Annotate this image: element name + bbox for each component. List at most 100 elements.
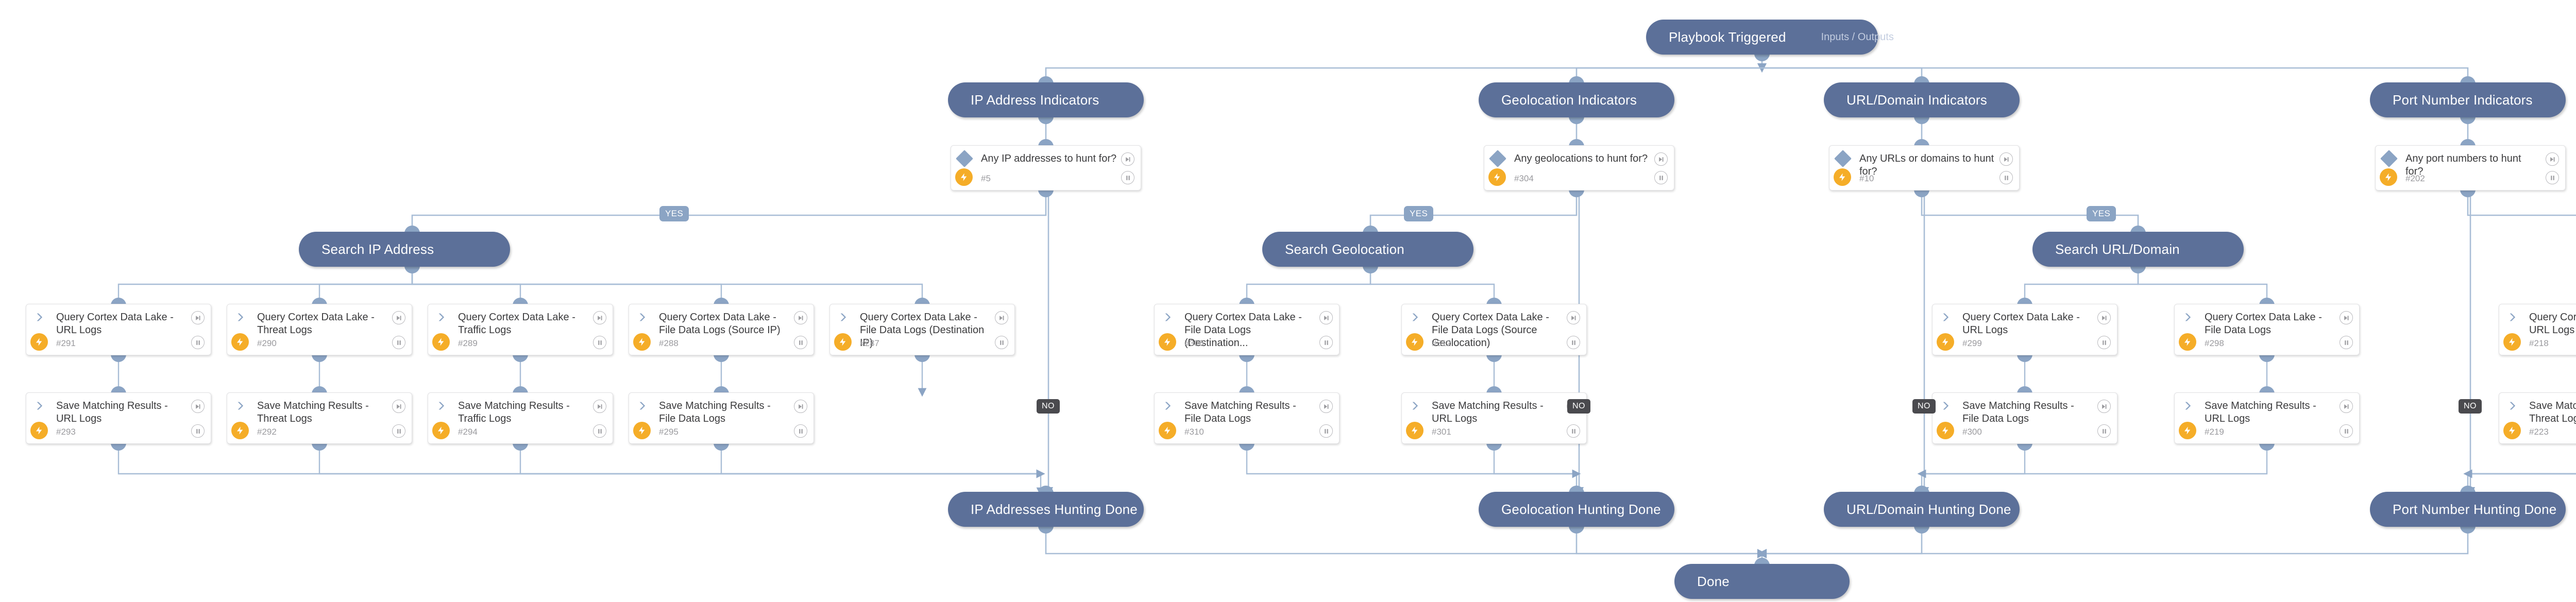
connector-knob bbox=[513, 354, 528, 362]
skip-forward-icon[interactable] bbox=[995, 311, 1008, 324]
card-body: Any IP addresses to hunt for? #5 bbox=[951, 146, 1141, 190]
pause-icon[interactable] bbox=[191, 424, 205, 438]
pause-icon[interactable] bbox=[1999, 171, 2013, 184]
pause-icon[interactable] bbox=[1319, 336, 1333, 349]
card-title: Query Cortex Data Lake - URL Logs bbox=[56, 312, 174, 336]
task-card-query-306[interactable]: Query Cortex Data Lake - File Data Logs … bbox=[1154, 304, 1340, 355]
pause-icon[interactable] bbox=[2340, 336, 2353, 349]
skip-forward-icon[interactable] bbox=[392, 311, 405, 324]
task-card-save-294[interactable]: Save Matching Results - Traffic Logs#294 bbox=[428, 392, 613, 444]
card-title: Save Matching Results - Threat Logs bbox=[2529, 400, 2576, 424]
task-card-save-295[interactable]: Save Matching Results - File Data Logs #2… bbox=[629, 392, 814, 444]
pause-icon[interactable] bbox=[1654, 171, 1668, 184]
task-card-save-293[interactable]: Save Matching Results - URL Logs#293 bbox=[26, 392, 211, 444]
pause-icon[interactable] bbox=[593, 424, 606, 438]
pause-icon[interactable] bbox=[191, 336, 205, 349]
node-geolocation-indicators[interactable]: Geolocation Indicators bbox=[1479, 82, 1674, 117]
task-card-save-310[interactable]: Save Matching Results - File Data Logs#3… bbox=[1154, 392, 1340, 444]
pause-icon[interactable] bbox=[1319, 424, 1333, 438]
skip-forward-icon[interactable] bbox=[794, 311, 807, 324]
skip-forward-icon[interactable] bbox=[2097, 400, 2111, 413]
card-task-id: #10 bbox=[1859, 174, 1874, 183]
node-playbook-triggered[interactable]: Playbook Triggered Inputs / Outputs bbox=[1646, 20, 1894, 55]
pause-icon[interactable] bbox=[2097, 336, 2111, 349]
node-search-url-domain[interactable]: Search URL/Domain bbox=[2032, 232, 2244, 267]
task-card-query-291[interactable]: Query Cortex Data Lake - URL Logs #291 bbox=[26, 304, 211, 355]
pause-icon[interactable] bbox=[392, 336, 405, 349]
task-card-condition-geolocation[interactable]: Any geolocations to hunt for? #304 bbox=[1484, 145, 1674, 191]
node-ip-address-indicators[interactable]: IP Address Indicators bbox=[948, 82, 1144, 117]
pause-icon[interactable] bbox=[794, 336, 807, 349]
task-card-query-289[interactable]: Query Cortex Data Lake - Traffic Logs#28… bbox=[428, 304, 613, 355]
node-search-ip-address[interactable]: Search IP Address bbox=[299, 232, 510, 267]
card-title: Query Cortex Data Lake - File Data Logs … bbox=[659, 312, 781, 336]
pause-icon[interactable] bbox=[1567, 336, 1580, 349]
card-title: Save Matching Results - URL Logs bbox=[56, 400, 168, 424]
node-search-geolocation[interactable]: Search Geolocation bbox=[1262, 232, 1473, 267]
skip-forward-icon[interactable] bbox=[2340, 400, 2353, 413]
skip-forward-icon[interactable] bbox=[1121, 152, 1134, 166]
connector-knob bbox=[714, 354, 729, 362]
skip-forward-icon[interactable] bbox=[593, 311, 606, 324]
task-card-save-219[interactable]: Save Matching Results - URL Logs#219 bbox=[2174, 392, 2360, 444]
task-card-query-287[interactable]: Query Cortex Data Lake - File Data Logs … bbox=[829, 304, 1015, 355]
task-card-query-312[interactable]: Query Cortex Data Lake - File Data Logs … bbox=[1401, 304, 1587, 355]
task-card-condition-ip[interactable]: Any IP addresses to hunt for? #5 bbox=[951, 145, 1141, 191]
skip-forward-icon[interactable] bbox=[1319, 400, 1333, 413]
task-card-save-223[interactable]: Save Matching Results - Threat Logs#223 bbox=[2499, 392, 2576, 444]
node-done[interactable]: Done bbox=[1674, 564, 1850, 599]
card-task-id: #295 bbox=[659, 427, 679, 437]
task-card-query-218[interactable]: Query Cortex Data Lake - URL Logs#218 bbox=[2499, 304, 2576, 355]
node-url-domain-indicators[interactable]: URL/Domain Indicators bbox=[1824, 82, 2020, 117]
card-task-id: #291 bbox=[56, 338, 76, 348]
pause-icon[interactable] bbox=[2546, 171, 2559, 184]
skip-forward-icon[interactable] bbox=[1319, 311, 1333, 324]
skip-forward-icon[interactable] bbox=[1999, 152, 2013, 166]
node-port-number-indicators[interactable]: Port Number Indicators bbox=[2370, 82, 2566, 117]
skip-forward-icon[interactable] bbox=[392, 400, 405, 413]
task-card-query-298[interactable]: Query Cortex Data Lake - File Data Logs#… bbox=[2174, 304, 2360, 355]
task-card-condition-port[interactable]: Any port numbers to hunt for? #202 bbox=[2375, 145, 2566, 191]
task-card-save-300[interactable]: Save Matching Results - File Data Logs#3… bbox=[1932, 392, 2117, 444]
task-card-query-299[interactable]: Query Cortex Data Lake - URL Logs#299 bbox=[1932, 304, 2117, 355]
pause-icon[interactable] bbox=[995, 336, 1008, 349]
task-card-save-292[interactable]: Save Matching Results - Threat Logs#292 bbox=[227, 392, 412, 444]
pause-icon[interactable] bbox=[1121, 171, 1134, 184]
card-body: Save Matching Results - URL Logs#301 bbox=[1402, 393, 1586, 443]
card-task-id: #218 bbox=[2529, 338, 2549, 348]
pause-icon[interactable] bbox=[392, 424, 405, 438]
connector-knob bbox=[1239, 443, 1255, 451]
node-port-number-hunting-done[interactable]: Port Number Hunting Done bbox=[2370, 492, 2566, 527]
node-ip-addresses-hunting-done[interactable]: IP Addresses Hunting Done bbox=[948, 492, 1144, 527]
node-title: IP Address Indicators bbox=[971, 92, 1099, 108]
skip-forward-icon[interactable] bbox=[2340, 311, 2353, 324]
node-url-domain-hunting-done[interactable]: URL/Domain Hunting Done bbox=[1824, 492, 2020, 527]
skip-forward-icon[interactable] bbox=[1654, 152, 1668, 166]
skip-forward-icon[interactable] bbox=[794, 400, 807, 413]
skip-forward-icon[interactable] bbox=[191, 400, 205, 413]
pause-icon[interactable] bbox=[2340, 424, 2353, 438]
task-card-query-290[interactable]: Query Cortex Data Lake - Threat Logs#290 bbox=[227, 304, 412, 355]
node-geolocation-hunting-done[interactable]: Geolocation Hunting Done bbox=[1479, 492, 1674, 527]
card-title: Save Matching Results - File Data Logs bbox=[659, 400, 771, 424]
pause-icon[interactable] bbox=[2097, 424, 2111, 438]
skip-forward-icon[interactable] bbox=[1567, 311, 1580, 324]
card-task-id: #288 bbox=[659, 338, 679, 348]
skip-forward-icon[interactable] bbox=[191, 311, 205, 324]
connector-knob bbox=[111, 354, 126, 362]
condition-diamond-icon bbox=[2380, 150, 2398, 167]
task-card-condition-url-domain[interactable]: Any URLs or domains to hunt for? #10 bbox=[1829, 145, 2020, 191]
pause-icon[interactable] bbox=[1567, 424, 1580, 438]
pause-icon[interactable] bbox=[593, 336, 606, 349]
skip-forward-icon[interactable] bbox=[593, 400, 606, 413]
edge-label-no-url: NO bbox=[1912, 399, 1936, 414]
chevron-right-icon bbox=[1410, 400, 1423, 414]
skip-forward-icon[interactable] bbox=[2546, 152, 2559, 166]
card-task-id: #219 bbox=[2205, 427, 2224, 437]
task-card-query-288[interactable]: Query Cortex Data Lake - File Data Logs … bbox=[629, 304, 814, 355]
pause-icon[interactable] bbox=[794, 424, 807, 438]
task-card-save-301[interactable]: Save Matching Results - URL Logs#301 bbox=[1401, 392, 1587, 444]
lightning-bolt-icon bbox=[1159, 333, 1176, 351]
skip-forward-icon[interactable] bbox=[2097, 311, 2111, 324]
